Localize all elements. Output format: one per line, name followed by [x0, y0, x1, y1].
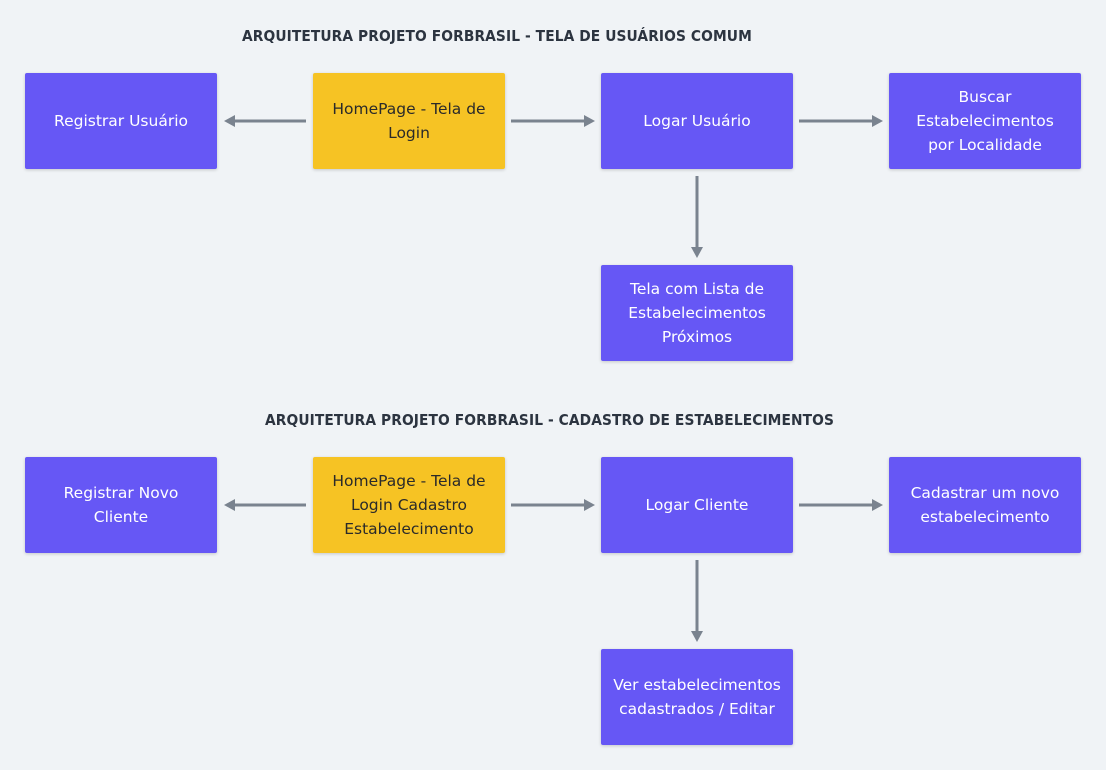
node-homepage-login[interactable]: HomePage - Tela de Login [313, 73, 505, 169]
node-registrar-cliente[interactable]: Registrar Novo Cliente [25, 457, 217, 553]
node-registrar-usuario[interactable]: Registrar Usuário [25, 73, 217, 169]
node-label: Logar Usuário [643, 112, 751, 130]
node-logar-usuario[interactable]: Logar Usuário [601, 73, 793, 169]
node-label: Buscar Estabelecimentos por Localidade [916, 88, 1054, 154]
node-label: Registrar Novo Cliente [63, 484, 179, 526]
section-title-usuarios: ARQUITETURA PROJETO FORBRASIL - TELA DE … [242, 27, 752, 45]
node-cadastrar-estabelecimento[interactable]: Cadastrar um novo estabelecimento [889, 457, 1081, 553]
node-label: HomePage - Tela de Login Cadastro Estabe… [332, 472, 486, 538]
node-homepage-login-cadastro[interactable]: HomePage - Tela de Login Cadastro Estabe… [313, 457, 505, 553]
node-buscar-estabelecimentos[interactable]: Buscar Estabelecimentos por Localidade [889, 73, 1081, 169]
node-logar-cliente[interactable]: Logar Cliente [601, 457, 793, 553]
arrow-homepage-to-registrar [224, 115, 306, 127]
node-lista-estabelecimentos[interactable]: Tela com Lista de Estabelecimentos Próxi… [601, 265, 793, 361]
section-title-estabelecimentos: ARQUITETURA PROJETO FORBRASIL - CADASTRO… [265, 411, 835, 429]
node-label: Ver estabelecimentos cadastrados / Edita… [613, 676, 781, 718]
arrow-homepage-to-registrar-cliente [224, 499, 306, 511]
node-label: Logar Cliente [645, 496, 749, 514]
arrow-logar-to-ver [691, 560, 703, 642]
node-label: Cadastrar um novo estabelecimento [910, 484, 1060, 526]
node-ver-estabelecimentos[interactable]: Ver estabelecimentos cadastrados / Edita… [601, 649, 793, 745]
arrow-logar-to-cadastrar [799, 499, 883, 511]
node-label: Tela com Lista de Estabelecimentos Próxi… [628, 280, 766, 346]
node-label: HomePage - Tela de Login [332, 100, 486, 142]
arrow-logar-to-buscar [799, 115, 883, 127]
arrow-homepage-to-logar [511, 115, 595, 127]
node-label: Registrar Usuário [54, 112, 188, 130]
arrow-homepage-to-logar-cliente [511, 499, 595, 511]
arrow-logar-to-lista [691, 176, 703, 258]
